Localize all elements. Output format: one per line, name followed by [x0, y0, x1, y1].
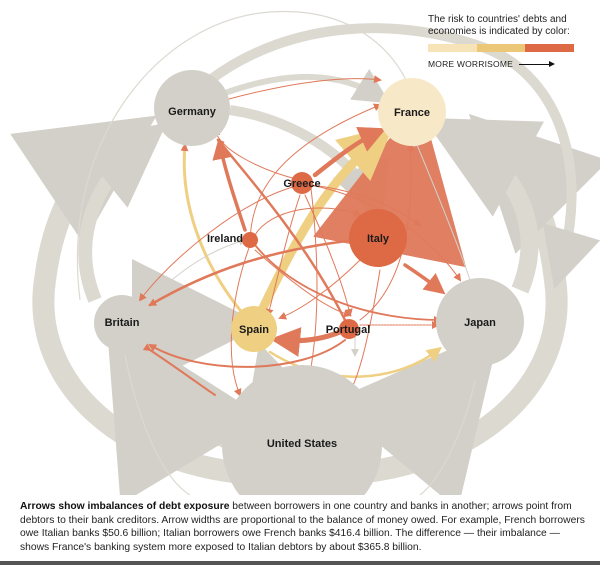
node-circle	[339, 319, 359, 339]
node-portugal[interactable]: Portugal	[326, 319, 371, 339]
legend-color-scale	[428, 44, 575, 52]
node-label: Portugal	[326, 324, 371, 336]
flow-thin-7	[304, 194, 353, 317]
node-circle	[154, 70, 230, 146]
node-circle	[378, 78, 446, 146]
legend-title: The risk to countries' debts and economi…	[428, 14, 570, 37]
flow-italy-to-france	[313, 99, 467, 268]
node-circle	[436, 278, 524, 366]
caption-lead: Arrows show imbalances of debt exposure	[20, 501, 230, 512]
node-label: Japan	[464, 317, 496, 329]
node-united-states[interactable]: United States	[222, 365, 382, 495]
node-label: United States	[267, 438, 337, 450]
flow-spain-to-germany	[180, 143, 242, 312]
node-label: Italy	[367, 233, 390, 245]
node-circle	[291, 172, 313, 194]
flow-thin-10	[249, 103, 382, 246]
flow-thin-arc-japan-us	[419, 379, 476, 495]
node-label: Greece	[283, 178, 320, 190]
flow-thin-1	[224, 75, 382, 101]
flow-thin-3	[138, 184, 301, 302]
legend-swatch-high	[525, 44, 575, 52]
node-greece[interactable]: Greece	[283, 172, 321, 194]
node-label: Britain	[105, 317, 140, 329]
node-ireland[interactable]: Ireland	[207, 232, 258, 248]
flow-thin-19	[413, 138, 471, 281]
flow-thin-20	[142, 343, 216, 396]
node-label: France	[394, 107, 430, 119]
node-circle	[94, 295, 150, 351]
flow-britain-to-germany	[75, 122, 167, 303]
caption-body: between borrowers in one country and ban…	[20, 501, 585, 553]
flow-italy-to-britain	[148, 238, 357, 307]
node-label: Germany	[168, 106, 217, 118]
legend-direction: MORE WORRISOME	[428, 58, 598, 70]
flow-portugal-to-spain	[270, 327, 343, 357]
flow-ireland-to-japan	[254, 244, 442, 324]
node-label: Spain	[239, 324, 269, 336]
node-circle	[222, 365, 382, 495]
caption: Arrows show imbalances of debt exposure …	[20, 500, 590, 554]
node-spain[interactable]: Spain	[231, 306, 277, 352]
node-circle	[349, 209, 407, 267]
node-label: Ireland	[207, 233, 243, 245]
node-italy[interactable]: Italy	[349, 209, 407, 267]
flow-thin-8	[254, 207, 362, 236]
flow-thin-11	[254, 249, 352, 318]
legend-direction-label: MORE WORRISOME	[428, 59, 513, 69]
node-circle	[231, 306, 277, 352]
bottom-divider	[0, 561, 600, 565]
flow-ireland-to-germany	[212, 138, 247, 232]
flow-thin-12	[278, 259, 361, 320]
risk-flows	[138, 75, 471, 402]
flow-thin-18	[149, 237, 247, 301]
node-circle	[242, 232, 258, 248]
risk-legend: The risk to countries' debts and economi…	[428, 14, 598, 70]
node-britain[interactable]: Britain	[94, 295, 150, 351]
arrow-right-icon	[518, 60, 555, 67]
legend-swatch-medium	[476, 44, 526, 52]
debt-exposure-diagram: Germany France Greece Ireland Italy Brit…	[10, 11, 600, 495]
flow-greece-to-france	[312, 126, 387, 178]
flow-thin-2	[212, 128, 301, 181]
flow-spain-to-japan	[268, 346, 442, 378]
flow-portugal-to-britain	[148, 339, 346, 368]
node-germany[interactable]: Germany	[154, 70, 230, 146]
legend-swatch-low	[428, 44, 477, 52]
flow-thin-4	[309, 184, 422, 227]
flow-thin-arc-top	[76, 11, 411, 301]
flow-germany-to-france	[224, 69, 391, 104]
flow-italy-to-japan	[403, 263, 446, 295]
flow-spain-to-france	[257, 125, 394, 315]
flow-thin-arc-britain-us	[124, 354, 191, 495]
node-france[interactable]: France	[378, 78, 446, 146]
node-japan[interactable]: Japan	[436, 278, 524, 366]
flow-japan-to-france	[423, 117, 545, 294]
flow-portugal-to-germany	[216, 138, 347, 322]
country-nodes: Germany France Greece Ireland Italy Brit…	[94, 70, 524, 495]
